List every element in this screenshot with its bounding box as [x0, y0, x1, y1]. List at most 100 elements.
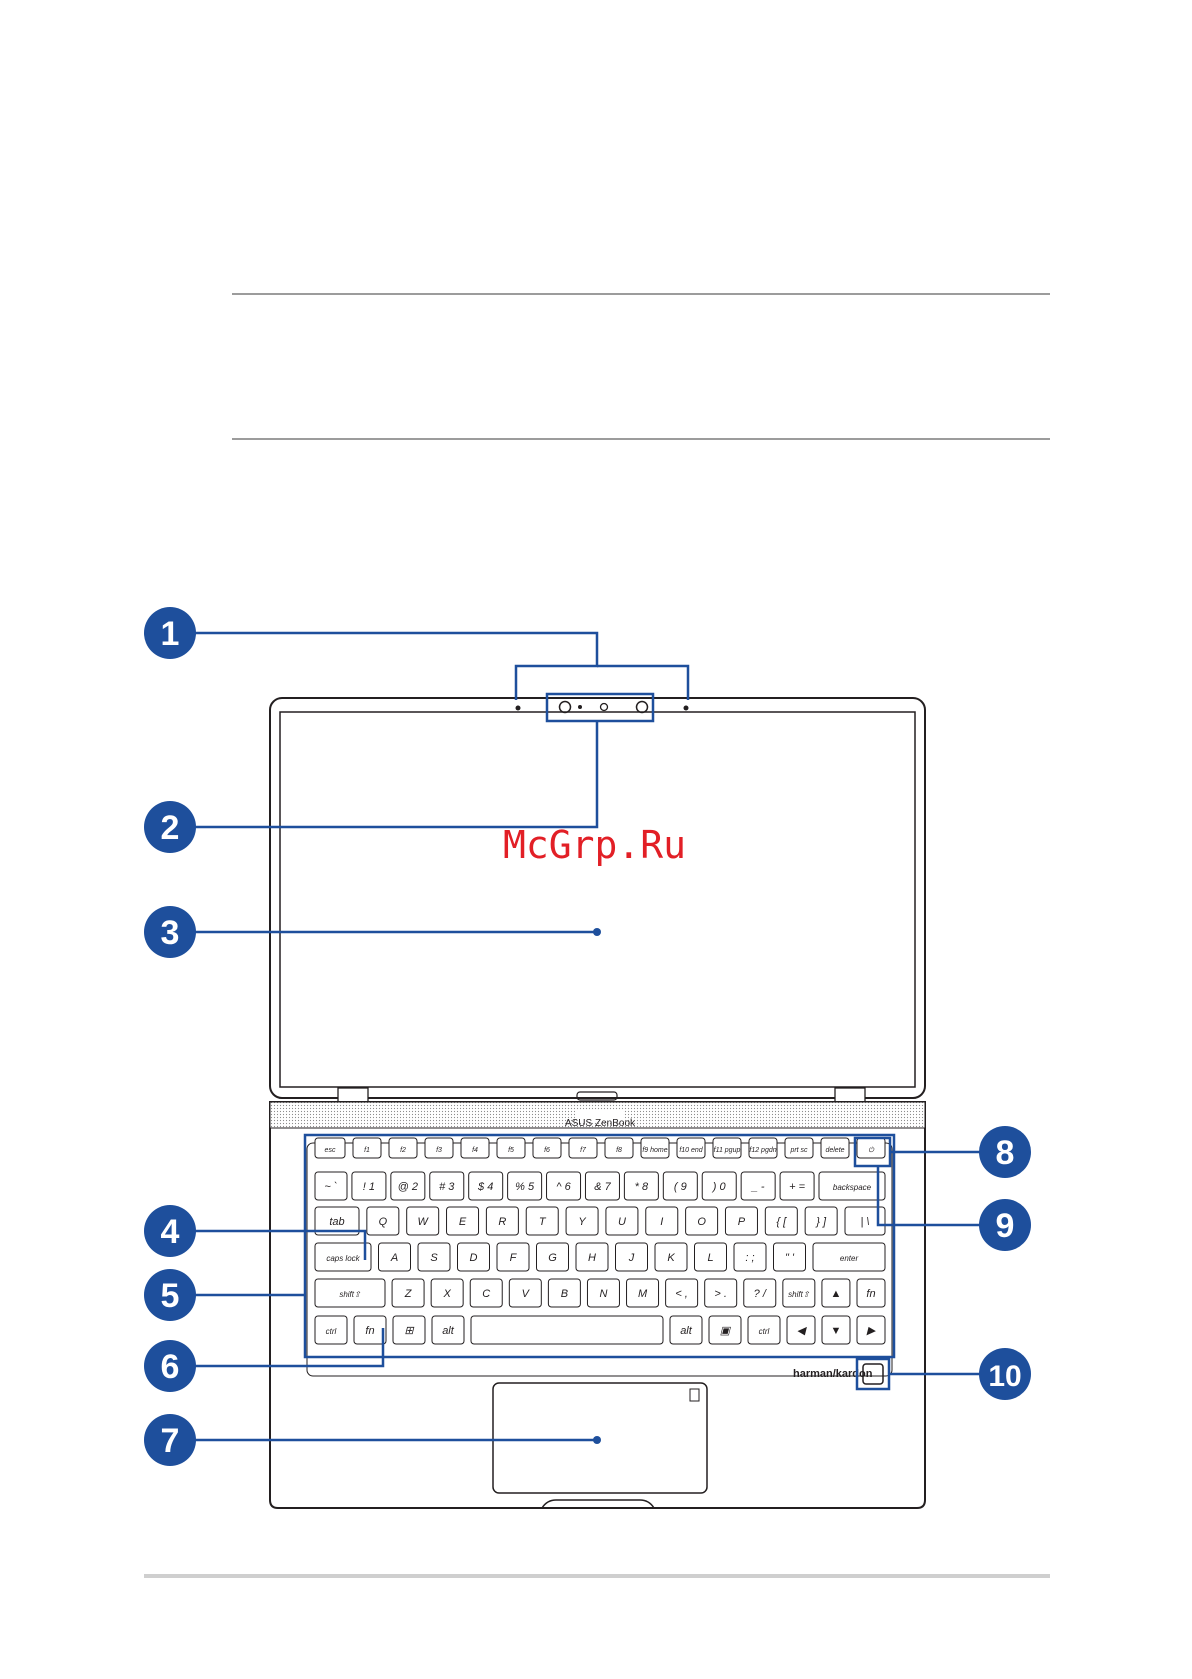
callout-line-1b [597, 664, 690, 700]
keyboard-key[interactable]: f4 [460, 1137, 490, 1159]
keyboard-key[interactable]: G [536, 1242, 569, 1272]
keyboard-key[interactable]: S [417, 1242, 451, 1272]
keyboard-key[interactable]: @ 2 [390, 1171, 426, 1201]
keyboard-key[interactable]: } ] [804, 1206, 838, 1236]
keyboard-key[interactable]: ▲ [821, 1278, 851, 1308]
keyboard-key[interactable]: F [496, 1242, 530, 1272]
keyboard-key[interactable]: " ' [773, 1242, 806, 1272]
keyboard-key[interactable]: $ 4 [468, 1171, 504, 1201]
key-cap [626, 1278, 660, 1308]
keyboard-key[interactable]: enter [812, 1242, 886, 1272]
keyboard-key[interactable]: & 7 [584, 1171, 620, 1201]
keyboard-key[interactable]: _ - [740, 1171, 776, 1201]
keyboard-key[interactable]: * 8 [623, 1171, 659, 1201]
keyboard-key[interactable]: ⏻ [856, 1137, 886, 1159]
keyboard-key[interactable]: ) 0 [701, 1171, 737, 1201]
keyboard-key[interactable]: E [446, 1206, 480, 1236]
touchpad[interactable] [492, 1382, 708, 1494]
keyboard-key[interactable]: R [485, 1206, 519, 1236]
keyboard-key[interactable]: f5 [496, 1137, 526, 1159]
keyboard-key[interactable]: ~ ` [314, 1171, 348, 1201]
keyboard-key[interactable]: U [605, 1206, 639, 1236]
keyboard-key[interactable]: { [ [764, 1206, 798, 1236]
keyboard-key[interactable]: L [694, 1242, 727, 1272]
keyboard-key[interactable]: f11 pgup [712, 1137, 742, 1159]
keyboard-key[interactable]: ⊞ [392, 1315, 426, 1345]
keyboard-key[interactable]: shift⇧ [314, 1278, 386, 1308]
keyboard-key[interactable]: Z [391, 1278, 425, 1308]
keyboard-key[interactable]: V [508, 1278, 542, 1308]
keyboard-key[interactable]: # 3 [429, 1171, 465, 1201]
keyboard-key[interactable]: W [406, 1206, 440, 1236]
keyboard-key[interactable]: C [469, 1278, 503, 1308]
keyboard-key[interactable]: shift⇧ [782, 1278, 816, 1308]
keyboard-key[interactable]: N [586, 1278, 620, 1308]
keyboard-key[interactable]: Y [565, 1206, 599, 1236]
keyboard-key[interactable]: ▶ [856, 1315, 886, 1345]
keyboard-key[interactable]: f1 [352, 1137, 382, 1159]
keyboard-key[interactable]: I [645, 1206, 679, 1236]
keyboard-key[interactable]: D [457, 1242, 490, 1272]
keyboard-key[interactable]: B [547, 1278, 581, 1308]
keyboard-key[interactable]: O [685, 1206, 719, 1236]
keyboard-key[interactable]: < , [665, 1278, 699, 1308]
keyboard-key[interactable]: f12 pgdn [748, 1137, 778, 1159]
keyboard-key[interactable]: fn [856, 1278, 886, 1308]
keyboard-key[interactable]: | \ [844, 1206, 886, 1236]
keyboard-key[interactable]: backspace [818, 1171, 886, 1201]
keyboard-key[interactable]: f9 home [640, 1137, 670, 1159]
keyboard-key[interactable]: esc [314, 1137, 346, 1159]
key-cap [392, 1315, 426, 1345]
key-label: ~ ` [324, 1181, 337, 1193]
keyboard-key[interactable]: alt [669, 1315, 703, 1345]
keyboard-key[interactable]: K [654, 1242, 688, 1272]
callout-line-1 [180, 631, 599, 700]
keyboard-key[interactable]: prt sc [784, 1137, 814, 1159]
keyboard-key[interactable]: ^ 6 [546, 1171, 582, 1201]
keyboard-key[interactable]: ▣ [708, 1315, 742, 1345]
keyboard-key[interactable]: > . [704, 1278, 738, 1308]
keyboard-key[interactable]: ◀ [786, 1315, 816, 1345]
key-label: C [482, 1288, 490, 1300]
keyboard-key[interactable]: A [378, 1242, 411, 1272]
keyboard-key[interactable]: J [615, 1242, 648, 1272]
keyboard: esc f1 f2 f3 f4 f5 f6 f7 f8 f9 home f10 end f11 pgu… [314, 1137, 886, 1345]
keyboard-key[interactable]: f2 [388, 1137, 418, 1159]
keyboard-key[interactable]: T [525, 1206, 559, 1236]
keyboard-key[interactable]: H [575, 1242, 609, 1272]
keyboard-key[interactable]: tab [314, 1206, 360, 1236]
fingerprint-sensor-icon [862, 1363, 884, 1385]
keyboard-key[interactable]: X [430, 1278, 464, 1308]
keyboard-key[interactable]: ? / [743, 1278, 777, 1308]
trackpad-notch [541, 1499, 655, 1509]
keyboard-key[interactable]: Q [366, 1206, 400, 1236]
keyboard-key[interactable]: f6 [532, 1137, 562, 1159]
keyboard-key[interactable]: M [626, 1278, 660, 1308]
keyboard-key[interactable]: f10 end [676, 1137, 706, 1159]
keyboard-key[interactable]: alt [431, 1315, 465, 1345]
keyboard-key[interactable] [470, 1315, 664, 1345]
key-label: ctrl [759, 1327, 770, 1336]
key-cap [353, 1315, 387, 1345]
keyboard-key[interactable]: : ; [733, 1242, 767, 1272]
keyboard-key[interactable]: caps lock [314, 1242, 372, 1272]
keyboard-key[interactable]: ▼ [821, 1315, 851, 1345]
keyboard-key[interactable]: f3 [424, 1137, 454, 1159]
keyboard-key[interactable]: delete [820, 1137, 850, 1159]
keyboard-key[interactable]: ! 1 [351, 1171, 387, 1201]
keyboard-key[interactable]: % 5 [507, 1171, 543, 1201]
keyboard-key[interactable]: fn [353, 1315, 387, 1345]
callout-number: 5 [161, 1277, 180, 1315]
key-cap [821, 1315, 851, 1345]
keyboard-key[interactable]: ctrl [314, 1315, 348, 1345]
keyboard-key[interactable]: P [724, 1206, 758, 1236]
speaker-brand: harman/kardon [793, 1368, 873, 1380]
key-cap [669, 1315, 703, 1345]
key-cap [747, 1315, 781, 1345]
keyboard-key[interactable]: ctrl [747, 1315, 781, 1345]
keyboard-key[interactable]: f7 [568, 1137, 598, 1159]
keyboard-key[interactable]: f8 [604, 1137, 634, 1159]
keyboard-key[interactable]: ( 9 [662, 1171, 698, 1201]
key-cap [446, 1206, 480, 1236]
keyboard-key[interactable]: + = [779, 1171, 815, 1201]
